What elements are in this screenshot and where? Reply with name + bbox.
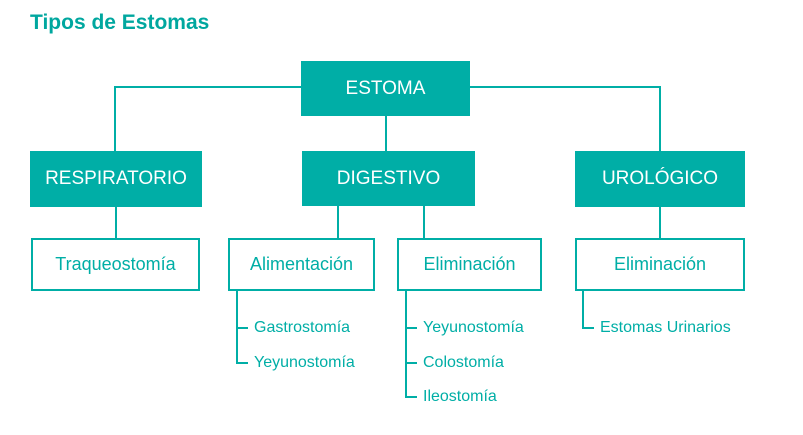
node-alimentacion-label: Alimentación [249,254,354,274]
page-title: Tipos de Estomas [30,11,210,34]
bracket-tick [405,362,417,364]
node-traqueostomia-label: Traqueostomía [55,254,176,274]
connector-respiratorio-to-traqueostomia [115,207,117,238]
bracket-eliminacion-digestivo-vertical [405,291,407,398]
leaf-yeyunostomia-eliminacion: Yeyunostomía [423,319,524,336]
node-respiratorio: RESPIRATORIO [30,151,202,207]
connector-digestivo-to-alimentacion [337,206,339,238]
bracket-tick [236,362,248,364]
node-urologico-label: UROLÓGICO [601,168,719,189]
connector-root-right-horizontal [470,86,661,88]
bracket-tick [405,327,417,329]
bracket-eliminacion-urologico-vertical [582,291,584,329]
leaf-colostomia: Colostomía [423,354,504,371]
connector-urologico-to-eliminacion [659,207,661,238]
node-digestivo: DIGESTIVO [302,151,475,206]
bracket-tick [582,327,594,329]
connector-root-to-digestivo [385,116,387,152]
connector-root-left-horizontal [114,86,302,88]
bracket-tick [405,396,417,398]
node-traqueostomia: Traqueostomía [31,238,200,291]
node-eliminacion-urologico-label: Eliminación [613,254,707,274]
leaf-gastrostomia: Gastrostomía [254,319,351,336]
bracket-tick [236,327,248,329]
node-eliminacion-digestivo-label: Eliminación [423,254,516,274]
connector-root-to-respiratorio [114,86,116,151]
node-digestivo-label: DIGESTIVO [336,167,441,189]
node-eliminacion-digestivo: Eliminación [397,238,542,291]
node-estoma: ESTOMA [301,61,470,116]
connector-root-to-urologico [659,86,661,151]
node-eliminacion-urologico: Eliminación [575,238,745,291]
leaf-yeyunostomia-alimentacion: Yeyunostomía [254,354,355,371]
connector-digestivo-to-eliminacion [423,206,425,238]
node-alimentacion: Alimentación [228,238,375,291]
leaf-estomas-urinarios: Estomas Urinarios [600,319,731,336]
node-urologico: UROLÓGICO [575,151,745,207]
node-estoma-label: ESTOMA [345,77,426,99]
leaf-ileostomia: Ileostomía [423,388,497,405]
node-respiratorio-label: RESPIRATORIO [45,168,187,189]
